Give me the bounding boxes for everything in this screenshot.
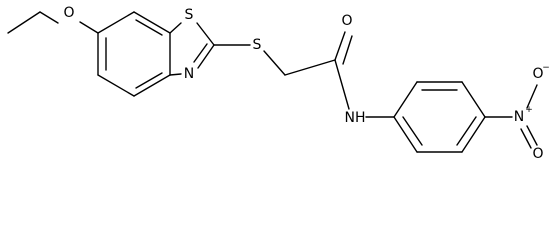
thiazole-nitrogen-label: N bbox=[184, 66, 194, 82]
bond-ch2-carbonyl bbox=[284, 59, 336, 76]
bond-thioether-ch2 bbox=[263, 50, 286, 76]
bond-thiazole-c2-n bbox=[197, 44, 215, 69]
bond-nitro-n-o-top bbox=[526, 84, 538, 109]
bond-ethyl-terminal bbox=[7, 11, 41, 34]
bond-carbonyl-double-b bbox=[342, 35, 353, 65]
bond-nitro-n-o-bottom-b bbox=[520, 128, 532, 149]
bond-nitro-n-o-bottom-a bbox=[526, 125, 538, 146]
bond-phenyl-3 bbox=[461, 81, 486, 118]
nitro-nitrogen-label: N bbox=[514, 109, 524, 125]
amide-nh-label: NH bbox=[345, 110, 366, 126]
bond-carbonyl-double-a bbox=[334, 31, 346, 61]
bond-phenyl-inner-2 bbox=[456, 116, 477, 146]
nitro-nitrogen-charge: + bbox=[525, 105, 533, 115]
bond-benzene-5 bbox=[133, 11, 171, 34]
bond-ethyl-oxygen bbox=[39, 11, 59, 24]
bond-carbonyl-amide-n bbox=[334, 59, 350, 110]
nitro-oxygen-top-charge: − bbox=[542, 63, 550, 73]
thiazole-sulfur-label: S bbox=[185, 7, 194, 23]
bond-benzene-3 bbox=[133, 74, 171, 97]
nitro-oxygen-bottom-label: O bbox=[532, 146, 543, 162]
chemical-structure: O S S N O NH N + O − O bbox=[7, 5, 550, 162]
atom-labels: O S S N O NH N + O − O bbox=[63, 5, 549, 162]
bonds bbox=[7, 11, 538, 153]
bond-thiazole-s-c2 bbox=[196, 22, 215, 46]
bond-thiazole-c-s bbox=[169, 22, 182, 34]
bond-oxygen-ring bbox=[79, 21, 99, 34]
bond-phenyl-6 bbox=[393, 116, 418, 153]
bond-thiazole-c2-n-double bbox=[193, 43, 208, 63]
thioether-sulfur-label: S bbox=[253, 37, 262, 53]
bond-phenyl-4 bbox=[461, 116, 486, 153]
nitro-oxygen-top-label: O bbox=[532, 66, 543, 82]
bond-benzene-2 bbox=[97, 74, 135, 97]
bond-thiazole-n-c bbox=[169, 73, 182, 76]
bond-phenyl-1 bbox=[393, 81, 418, 118]
bond-phenyl-inner-3 bbox=[402, 116, 423, 146]
bond-benzene-6 bbox=[97, 11, 135, 34]
carbonyl-oxygen-label: O bbox=[341, 13, 352, 29]
bond-benzene-inner-3 bbox=[135, 19, 163, 36]
ether-oxygen-label: O bbox=[63, 5, 74, 21]
bond-benzene-inner-2 bbox=[135, 72, 163, 89]
